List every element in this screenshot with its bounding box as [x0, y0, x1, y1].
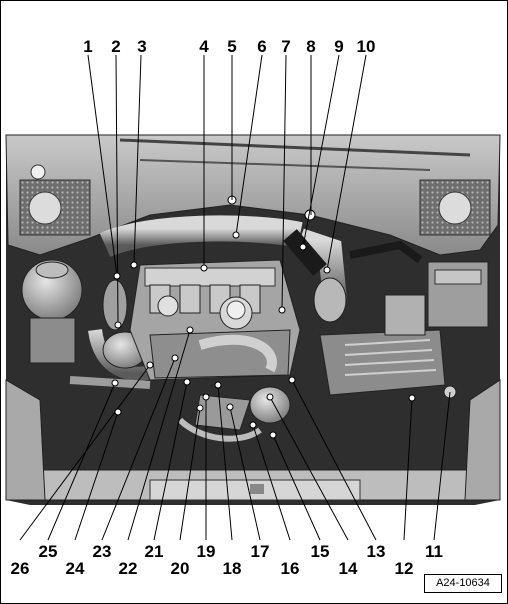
callout-13: 13: [367, 542, 386, 561]
callout-17: 17: [251, 542, 270, 561]
callout-15: 15: [311, 542, 330, 561]
callout-7: 7: [281, 37, 290, 56]
callout-2: 2: [111, 37, 120, 56]
wiper-arm: [119, 138, 471, 157]
battery-cover: [434, 269, 482, 285]
callout-25: 25: [39, 542, 58, 561]
callout-26: 26: [11, 559, 30, 578]
fuel-rail: [144, 267, 276, 287]
coolant-cap: [35, 261, 69, 279]
wiring-lower: [177, 417, 262, 442]
callout-markers: [111, 231, 416, 439]
cable-dark: [349, 240, 423, 264]
callout-4: 4: [199, 37, 209, 56]
left-fender: [5, 379, 46, 501]
callout-16: 16: [281, 559, 300, 578]
callout-22: 22: [119, 559, 138, 578]
leader-lines-top: [87, 54, 367, 326]
callout-11: 11: [425, 542, 443, 561]
callout-6: 6: [257, 37, 266, 56]
callout-23: 23: [93, 542, 112, 561]
intake-hose-dark: [283, 229, 327, 276]
callout-24: 24: [66, 559, 85, 578]
charge-air-pipe: [99, 215, 303, 258]
right-fender: [464, 379, 501, 501]
hose-lower-left: [69, 376, 151, 389]
callout-1: 1: [83, 37, 92, 56]
coolant-pipe-front: [198, 334, 277, 373]
callout-20: 20: [171, 559, 190, 578]
callout-3: 3: [137, 37, 146, 56]
callout-12: 12: [395, 559, 414, 578]
cap-small: [30, 164, 46, 180]
callout-18: 18: [223, 559, 242, 578]
figure-code: A24-10634: [424, 574, 502, 593]
callout-8: 8: [306, 37, 315, 56]
tank-bracket: [29, 317, 76, 364]
turbocharger: [249, 386, 291, 424]
air-mass-meter: [313, 277, 347, 323]
callout-14: 14: [339, 559, 358, 578]
right-strut-mount: [438, 191, 472, 225]
callout-9: 9: [334, 37, 343, 56]
callout-numbers-top: 1 2 3 4 5 6 7 8 9 10: [83, 37, 375, 56]
left-strut-mount: [28, 191, 62, 225]
callout-5: 5: [227, 37, 236, 56]
ignition-coils: [149, 284, 261, 314]
exhaust-manifold: [194, 394, 251, 431]
callout-10: 10: [357, 37, 376, 56]
leader-lines-bottom: [19, 329, 451, 541]
callout-21: 21: [145, 542, 164, 561]
wiper-linkage: [139, 159, 431, 171]
callout-19: 19: [197, 542, 216, 561]
relay-box: [384, 294, 426, 336]
latch: [250, 484, 264, 494]
intake-connector: [102, 279, 128, 331]
oil-cap-center: [226, 300, 246, 320]
oil-filler-cap: [157, 295, 179, 317]
air-filter-ribs: [344, 339, 437, 376]
callout-numbers-bottom: 26 25 24 23 22 21 20 19 18 17 16 15 14 1…: [11, 542, 443, 578]
right-cowl-vent: [419, 179, 491, 236]
